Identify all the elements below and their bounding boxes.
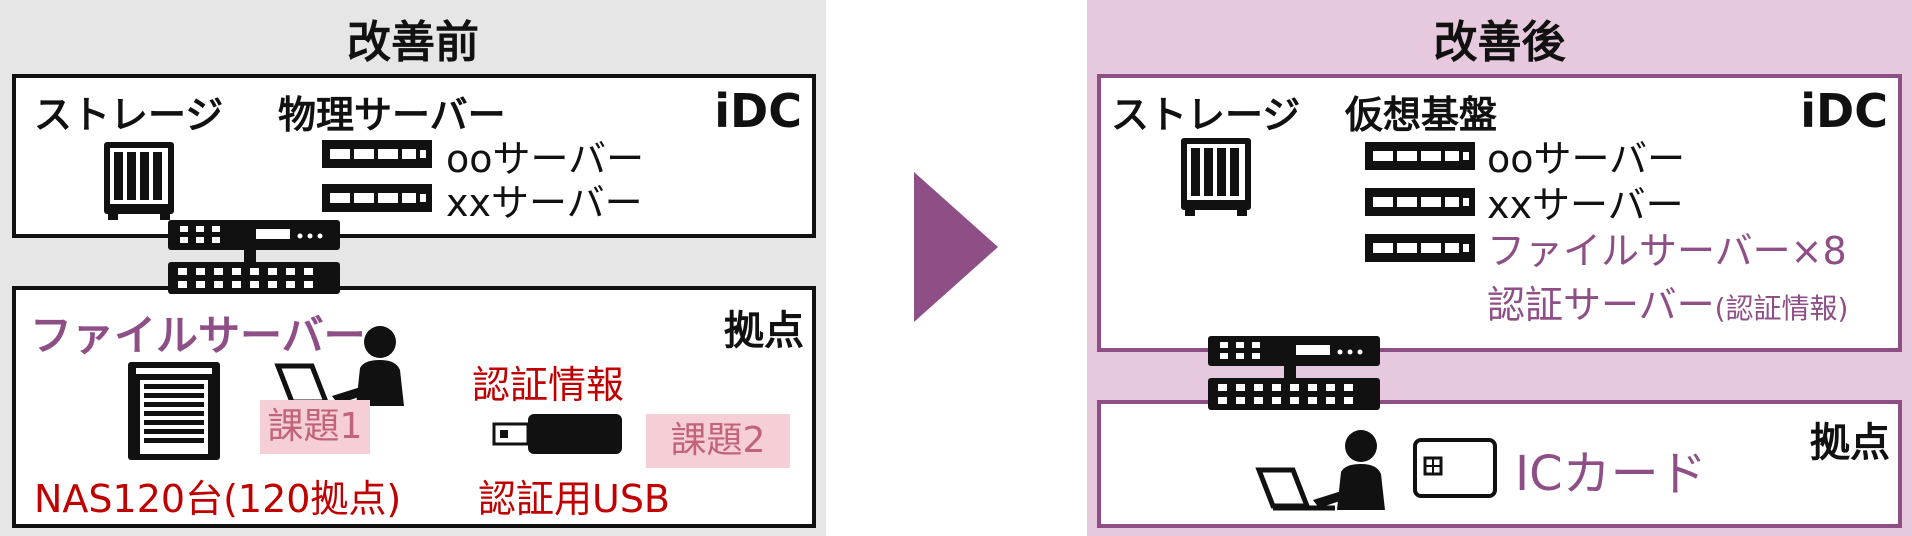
authserver-suffix: (認証情報)	[1714, 292, 1849, 325]
before-physical-server-label: 物理サーバー	[278, 93, 506, 137]
before-idc-box: ストレージ 物理サーバー iDC ooサーバー xxサーバー	[12, 74, 816, 238]
before-title: 改善前	[347, 17, 479, 68]
server-icon	[322, 184, 432, 212]
before-server-xx: xxサーバー	[446, 181, 643, 225]
network-switch-icon	[1208, 336, 1380, 410]
ic-card-icon	[1413, 438, 1497, 498]
before-fileserver-label: ファイルサーバー	[30, 311, 366, 360]
issue-2-badge: 課題2	[646, 414, 790, 468]
after-server-oo: ooサーバー	[1487, 137, 1686, 181]
nas-count-label: NAS120台(120拠点)	[34, 477, 402, 521]
after-idc-label: iDC	[1800, 84, 1888, 138]
usb-key-icon	[492, 414, 622, 454]
after-fileserver-label: ファイルサーバー×8	[1487, 229, 1847, 273]
auth-usb-label: 認証用USB	[478, 477, 671, 521]
before-site-label: 拠点	[724, 308, 804, 354]
issue-1-badge: 課題1	[260, 400, 370, 454]
before-storage-label: ストレージ	[34, 93, 224, 137]
after-server-xx: xxサーバー	[1487, 183, 1684, 227]
auth-info-label: 認証情報	[472, 363, 625, 407]
before-site-box: 拠点 ファイルサーバー 課題1 NAS120台(120拠点) 認証情報 課題2 …	[12, 286, 816, 528]
storage-icon	[104, 142, 174, 220]
after-site-label: 拠点	[1810, 420, 1890, 466]
nas-icon	[128, 362, 220, 460]
after-storage-label: ストレージ	[1111, 93, 1301, 137]
ic-card-label: ICカード	[1515, 446, 1707, 502]
after-title: 改善後	[1433, 17, 1566, 68]
server-icon	[1365, 188, 1475, 216]
authserver-name: 認証サーバー	[1487, 283, 1715, 327]
user-laptop-icon	[1255, 430, 1385, 511]
after-authserver-label: 認証サーバー(認証情報)	[1487, 274, 1848, 329]
storage-icon	[1181, 138, 1251, 216]
before-idc-label: iDC	[714, 84, 802, 138]
network-switch-icon	[168, 220, 340, 294]
before-server-oo: ooサーバー	[446, 137, 645, 181]
after-site-box: 拠点 ICカード	[1097, 400, 1902, 528]
server-icon	[322, 140, 432, 168]
after-idc-box: ストレージ 仮想基盤 iDC ooサーバー xxサーバー ファイルサーバー×8 …	[1097, 74, 1902, 352]
user-laptop-icon	[274, 326, 404, 407]
server-icon	[1365, 142, 1475, 170]
transition-arrow-icon	[914, 172, 998, 322]
after-virtual-label: 仮想基盤	[1345, 93, 1498, 137]
server-icon	[1365, 234, 1475, 262]
